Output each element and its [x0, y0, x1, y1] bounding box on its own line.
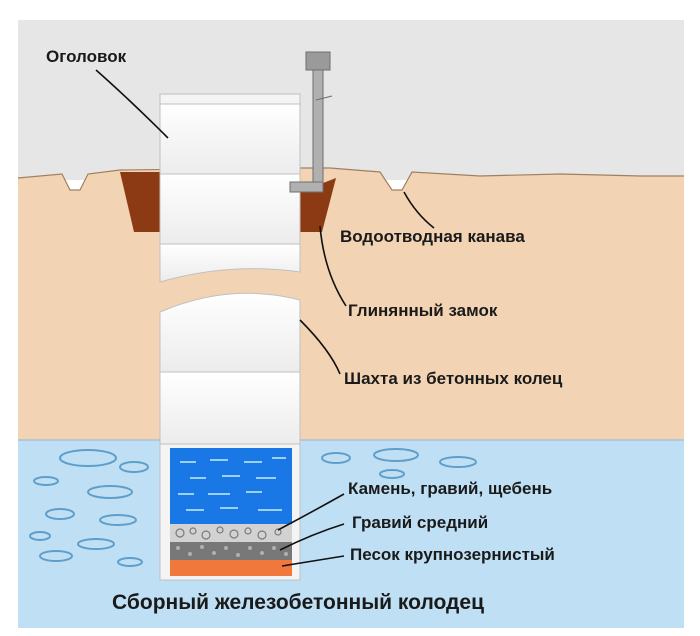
label-header: Оголовок: [46, 47, 127, 66]
label-drainage-ditch: Водоотводная канава: [340, 227, 525, 246]
leader-gravel: [279, 523, 345, 551]
ground-line: [17, 167, 684, 191]
leader-header: [95, 69, 169, 139]
water-ripples: [178, 457, 286, 511]
stone-layer: [170, 524, 292, 542]
label-gravel-medium: Гравий средний: [352, 513, 488, 532]
well-water: [170, 448, 292, 524]
leader-clay-lock: [319, 225, 347, 307]
upper-rings: [159, 93, 301, 283]
stone-pebbles: [175, 526, 282, 540]
sky-area: [18, 20, 684, 180]
aquifer-bubbles: [29, 448, 477, 567]
label-shaft: Шахта из бетонных колец: [344, 369, 563, 388]
leader-sand: [281, 555, 345, 567]
clay-lock-left: [120, 172, 160, 232]
label-stone-gravel: Камень, гравий, щебень: [348, 479, 552, 498]
label-clay-lock: Глинянный замок: [348, 301, 498, 320]
leader-stone: [277, 493, 345, 531]
gravel-layer: [170, 542, 292, 560]
well-pipe: [289, 51, 333, 193]
sand-layer: [170, 560, 292, 576]
leader-ditch: [403, 191, 435, 229]
leader-shaft: [299, 319, 341, 375]
label-sand-coarse: Песок крупнозернистый: [350, 545, 555, 564]
diagram-caption: Сборный железобетонный колодец: [112, 591, 484, 614]
gravel-dots: [176, 545, 288, 557]
